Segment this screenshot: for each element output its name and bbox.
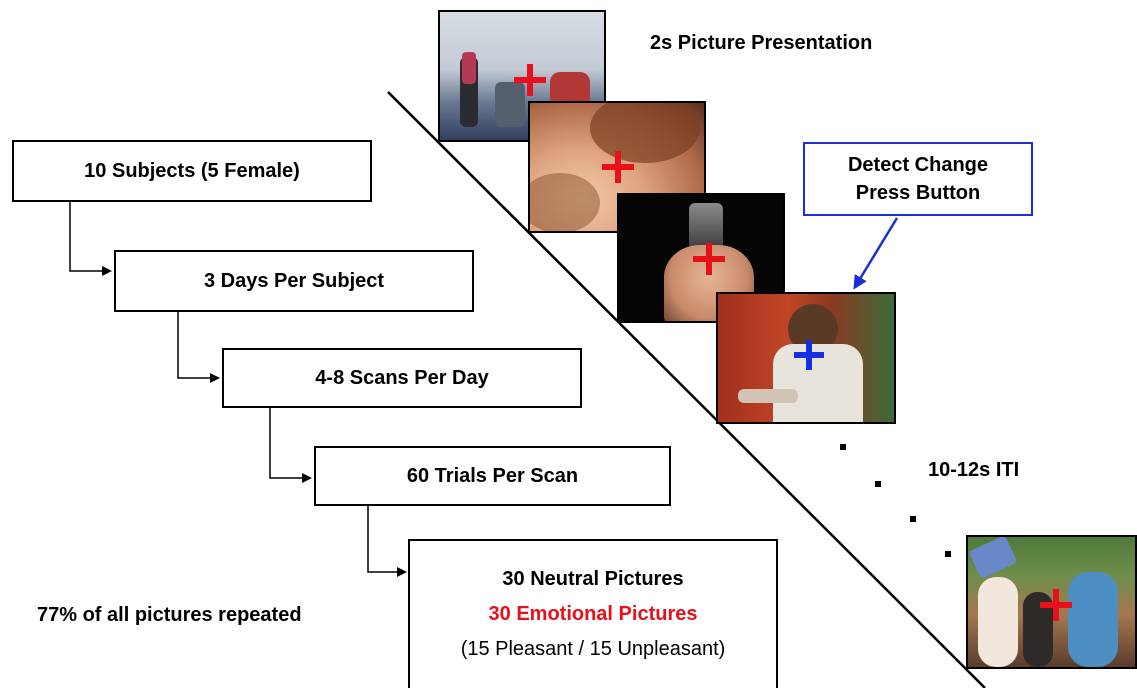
red-cross-icon bbox=[1040, 589, 1072, 621]
iti-dot bbox=[875, 481, 881, 487]
red-cross-icon bbox=[602, 151, 634, 183]
iti-dot bbox=[840, 444, 846, 450]
repeated-note: 77% of all pictures repeated bbox=[37, 604, 302, 626]
red-cross-icon bbox=[514, 64, 546, 96]
task-line-2: Press Button bbox=[855, 182, 981, 204]
subjects-text: 10 Subjects (5 Female) bbox=[84, 159, 300, 182]
trials-box: 60 Trials Per Scan bbox=[314, 446, 671, 506]
split-text: (15 Pleasant / 15 Unpleasant) bbox=[460, 638, 726, 660]
scans-box: 4-8 Scans Per Day bbox=[222, 348, 582, 408]
picture-crowd-party bbox=[966, 535, 1137, 669]
scans-text: 4-8 Scans Per Day bbox=[315, 366, 489, 389]
presentation-label: 2s Picture Presentation bbox=[650, 32, 873, 54]
red-cross-icon bbox=[693, 243, 725, 275]
connector-subjects-days bbox=[69, 200, 112, 276]
trials-text: 60 Trials Per Scan bbox=[406, 464, 579, 487]
neutral-text: 30 Neutral Pictures bbox=[502, 568, 684, 590]
days-text: 3 Days Per Subject bbox=[203, 269, 385, 292]
emotional-text: 30 Emotional Pictures bbox=[488, 603, 698, 625]
iti-dot bbox=[945, 551, 951, 557]
iti-label: 10-12s ITI bbox=[928, 459, 1020, 481]
connector-trials-pictures bbox=[367, 506, 407, 577]
blue-cross-icon bbox=[794, 340, 824, 370]
pictures-box: 30 Neutral Pictures 30 Emotional Picture… bbox=[408, 539, 778, 688]
connector-scans-trials bbox=[269, 407, 312, 483]
days-box: 3 Days Per Subject bbox=[114, 250, 474, 312]
picture-assault-scene bbox=[716, 292, 896, 424]
connector-days-scans bbox=[177, 312, 220, 383]
task-box: Detect Change Press Button bbox=[803, 142, 1033, 216]
task-arrow bbox=[853, 217, 899, 290]
subjects-box: 10 Subjects (5 Female) bbox=[12, 140, 372, 202]
task-line-1: Detect Change bbox=[847, 154, 989, 176]
iti-dot bbox=[910, 516, 916, 522]
